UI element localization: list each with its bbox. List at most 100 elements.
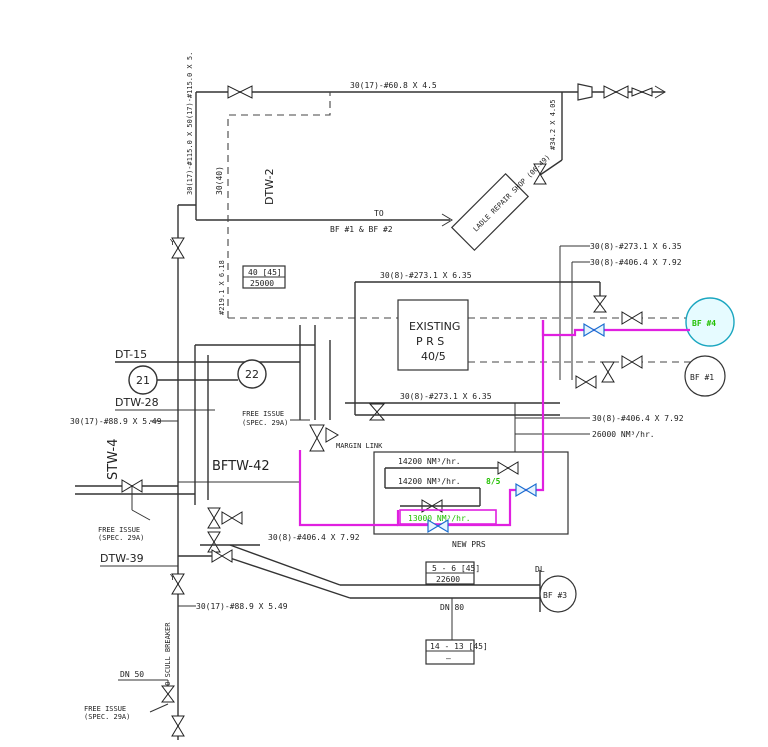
arrow-right-icon <box>441 213 453 227</box>
free-issue-left-1: FREE ISSUE <box>98 526 140 534</box>
valve-icon <box>207 531 221 543</box>
stw4-label: STW-4 <box>106 439 121 480</box>
valve-icon <box>507 461 519 475</box>
valve-icon <box>207 507 221 519</box>
valve-icon <box>640 87 653 97</box>
valve-icon <box>171 725 185 737</box>
rate-box-top: 40 [45] <box>248 268 282 277</box>
valve-icon <box>631 355 643 369</box>
valve-icon <box>631 87 644 97</box>
pipe-dn50-diag <box>149 703 169 713</box>
line-406-top-right: 30(8)-#406.4 X 7.92 <box>590 258 682 267</box>
flow-14200-b: 14200 NM³/hr. <box>398 477 461 486</box>
valve-icon <box>601 371 615 383</box>
node-22-label: 22 <box>245 368 259 381</box>
valve-icon <box>575 375 587 389</box>
valve-icon <box>585 375 597 389</box>
existing-prs-1: EXISTING <box>409 320 460 333</box>
magenta-line-bf4 <box>541 320 690 337</box>
existing-prs-box <box>397 299 469 371</box>
line-273-top: 30(8)-#273.1 X 6.35 <box>380 271 472 280</box>
valve-icon <box>171 237 185 249</box>
rate-box-bottom: 25000 <box>250 279 274 288</box>
valve-icon <box>238 85 253 99</box>
rate-box2-bottom: 22600 <box>436 575 460 584</box>
strainer-icon: Y <box>169 573 175 582</box>
valve-icon <box>593 295 607 305</box>
valve-icon <box>621 355 633 369</box>
flow-14200-a: 14200 NM³/hr. <box>398 457 461 466</box>
valve-icon <box>368 403 386 413</box>
control-valve-icon <box>515 482 528 498</box>
to-bf-label: TO <box>374 209 384 218</box>
control-valve-icon <box>592 322 605 338</box>
valve-icon <box>231 511 243 525</box>
valve-icon <box>533 163 547 175</box>
pipe-stw4-diag <box>131 509 151 521</box>
valve-icon <box>171 715 185 727</box>
rate-box2-top: 5 - 6 [45] <box>432 564 480 573</box>
valve-icon <box>533 173 547 185</box>
ladle-shop-label: LADLE REPAIR SHOP (06-49) <box>472 153 552 233</box>
valve-icon <box>601 361 615 373</box>
line-273-top-right: 30(8)-#273.1 X 6.35 <box>590 242 682 251</box>
valve-icon <box>221 511 233 525</box>
bf3-label: BF #3 <box>543 591 567 600</box>
pipe-diag-b <box>229 557 351 599</box>
line-273-mid: 30(8)-#273.1 X 6.35 <box>400 392 492 401</box>
strainer-icon: Y <box>169 238 175 247</box>
pipe-right-diag <box>539 159 563 176</box>
dashed-line-dtw2 <box>227 92 331 318</box>
valve-icon <box>309 424 325 440</box>
valve-icon <box>207 541 221 553</box>
magenta-line-prs <box>396 510 430 527</box>
dn50-label: DN 50 <box>120 670 144 679</box>
ladle-repair-shop-box <box>450 172 530 252</box>
control-valve-icon <box>583 322 596 338</box>
valve-icon <box>368 411 386 421</box>
valve-icon <box>207 517 221 529</box>
line-406-lower: 30(8)-#406.4 X 7.92 <box>268 533 360 542</box>
dash-label: 30(40) <box>215 166 224 195</box>
flow-26000: 26000 NM³/hr. <box>592 430 655 439</box>
valve-icon <box>227 85 242 99</box>
control-valve-icon <box>427 518 440 534</box>
free-issue-bot-1: FREE ISSUE <box>84 705 126 713</box>
existing-prs-3: 40/5 <box>421 350 446 363</box>
line-406-mid: 30(8)-#406.4 X 7.92 <box>592 414 684 423</box>
valve-icon <box>161 685 175 695</box>
control-valve-icon <box>436 518 449 534</box>
ratio-green: 8/5 <box>486 477 501 486</box>
flow-13000: 13000 NM³/hr. <box>408 514 471 523</box>
free-issue-mid-1: FREE ISSUE <box>242 410 284 418</box>
valve-icon <box>497 461 509 475</box>
magenta-line-left <box>298 450 398 527</box>
valve-icon <box>221 549 233 563</box>
valve-icon <box>161 693 175 703</box>
free-issue-left-2: (SPEC. 29A) <box>98 534 144 542</box>
valve-icon <box>171 583 185 595</box>
line-889-left: 30(17)-#88.9 X 5.49 <box>70 417 162 426</box>
vertical-left-label: 30(17)-#115.0 X 50(17)-#115.0 X 5. <box>186 52 194 195</box>
valve-icon <box>603 85 618 99</box>
new-prs-label: NEW PRS <box>452 540 486 549</box>
valve-icon <box>171 247 185 259</box>
valve-icon <box>121 479 133 493</box>
node-21-label: 21 <box>136 374 150 387</box>
node-22-circle <box>237 359 267 389</box>
bf4-circle <box>685 297 735 347</box>
pipe-diag-a <box>229 544 341 586</box>
free-issue-bot-2: (SPEC. 29A) <box>84 713 130 721</box>
bf4-label: BF #4 <box>692 319 716 328</box>
vertical-mid-label: #219.1 X 6.18 <box>218 260 226 315</box>
valve-icon <box>131 479 143 493</box>
valve-icon <box>614 85 629 99</box>
dtw2-label: DTW-2 <box>263 168 276 205</box>
dtw39-label: DTW-39 <box>100 552 144 565</box>
to-bf-label-2: BF #1 & BF #2 <box>330 225 393 234</box>
valve-icon <box>631 311 643 325</box>
margin-link-label: MARGIN LINK <box>336 442 383 450</box>
reducer-icon <box>577 83 593 101</box>
